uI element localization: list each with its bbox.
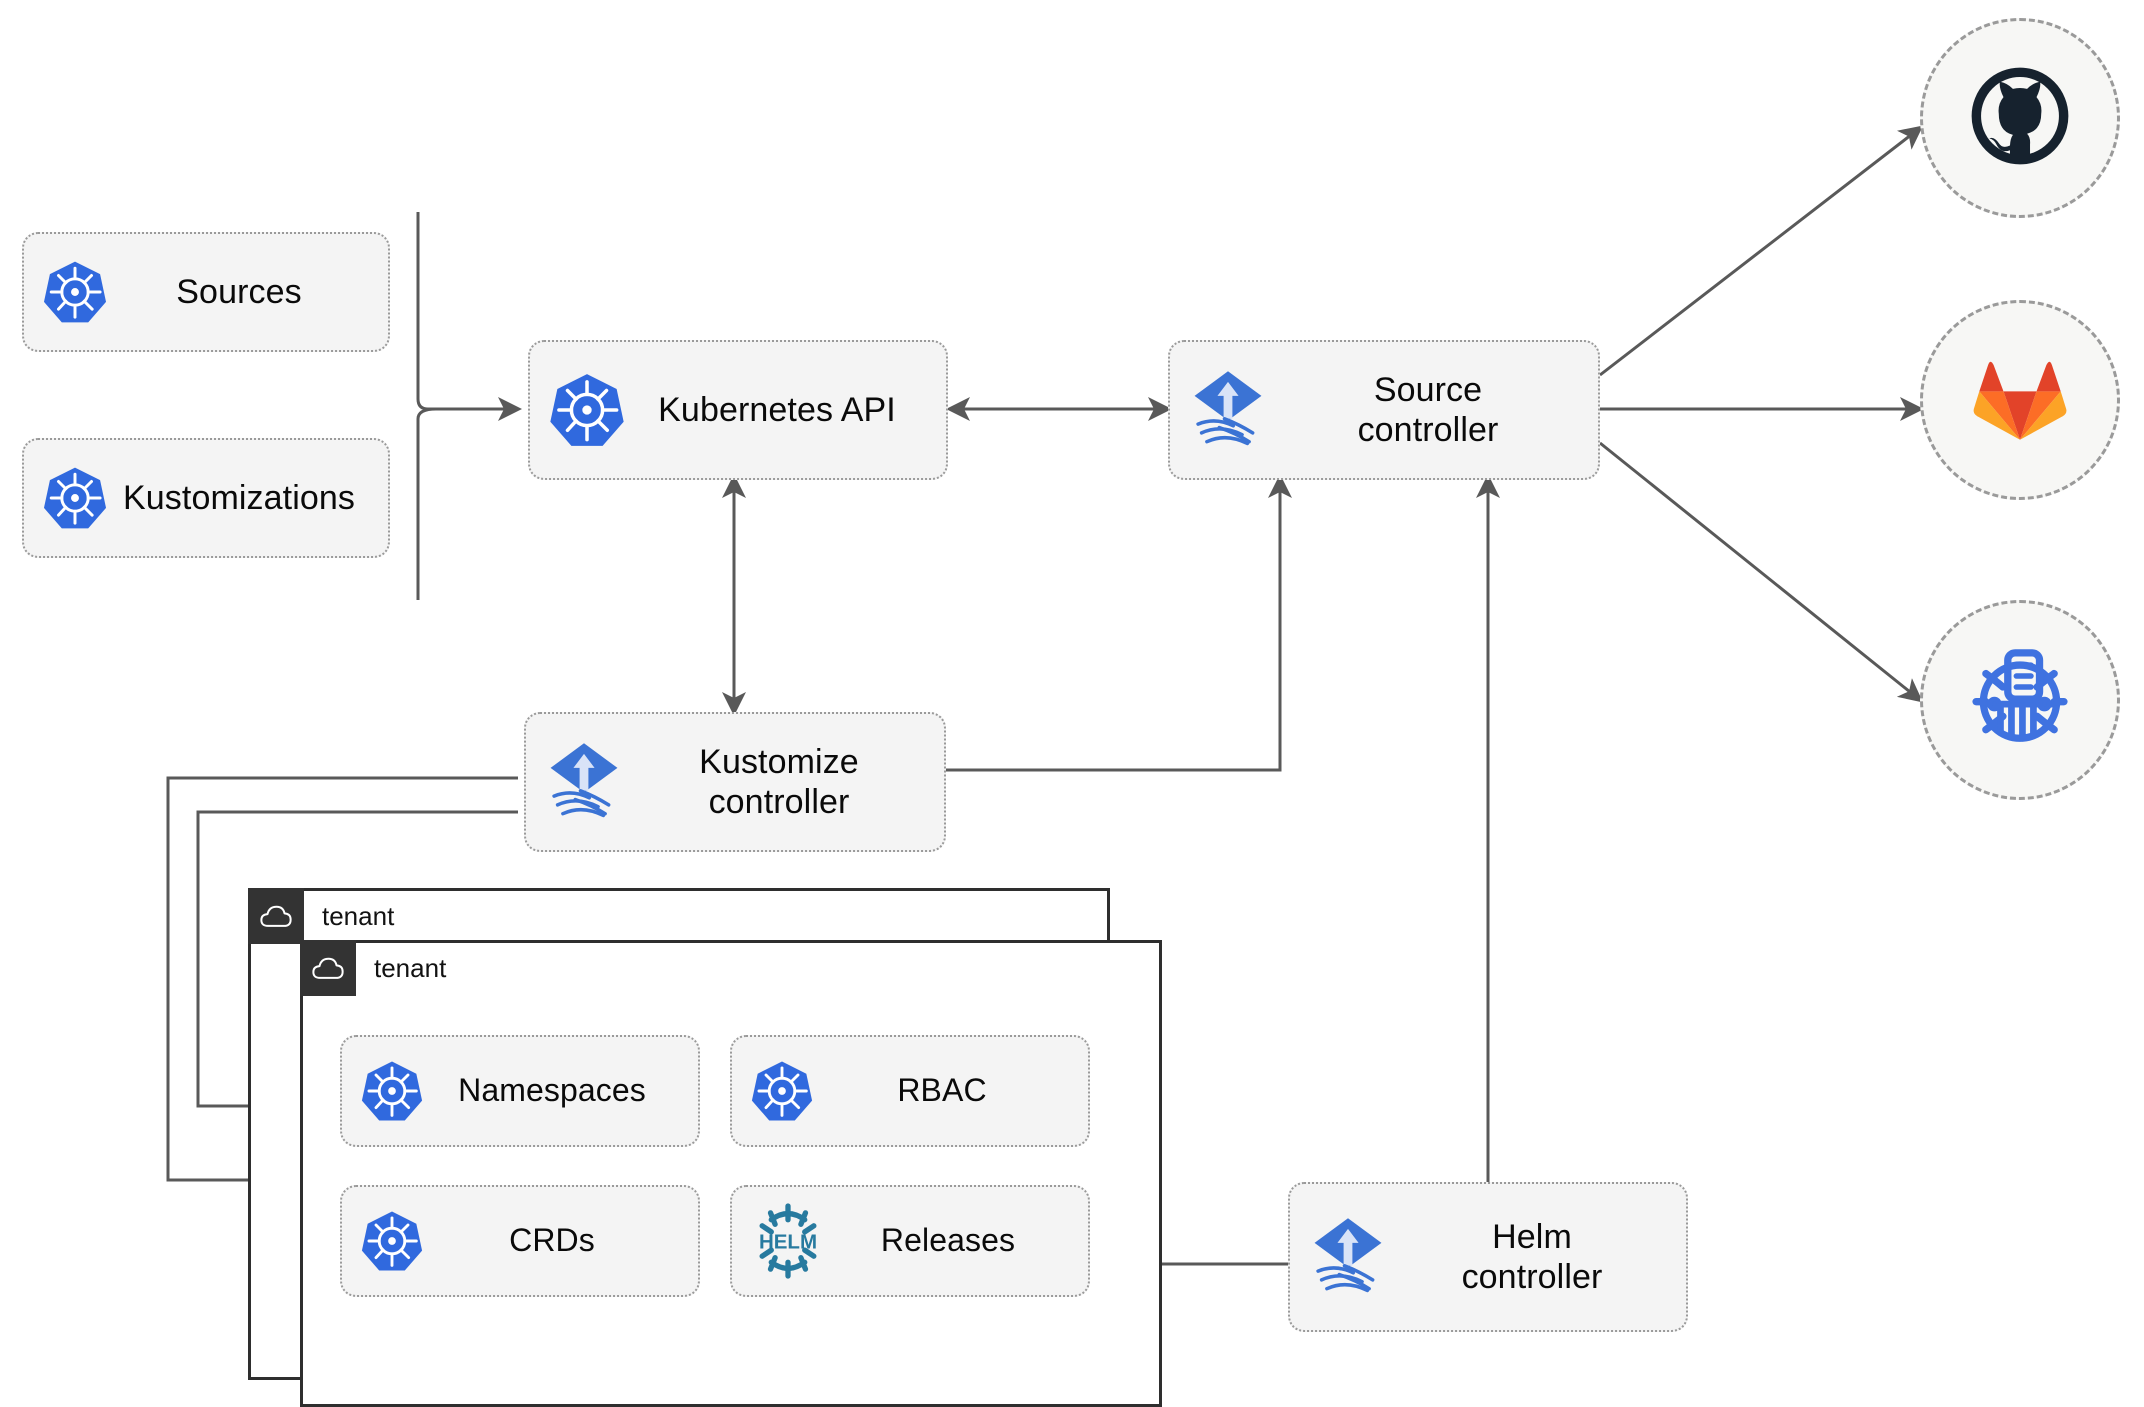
kubernetes-icon: [548, 371, 626, 449]
node-kustomize-controller[interactable]: Kustomize controller: [524, 712, 946, 852]
cloud-icon: [300, 940, 356, 996]
helm-wordmark: HELM: [759, 1231, 817, 1254]
tenant-header-front: tenant: [300, 940, 446, 996]
node-label: Releases: [880, 1222, 1016, 1259]
provider-chart-repository[interactable]: [1920, 600, 2120, 800]
node-kubernetes-api[interactable]: Kubernetes API: [528, 340, 948, 480]
kubernetes-icon: [750, 1059, 814, 1123]
cloud-icon: [248, 888, 304, 944]
node-kustomizations[interactable]: Kustomizations: [22, 438, 390, 558]
node-label: Namespaces: [458, 1072, 646, 1109]
tenant-header-back: tenant: [248, 888, 394, 944]
node-label: Helm controller: [1392, 1217, 1672, 1297]
kubernetes-icon: [360, 1059, 424, 1123]
node-source-controller[interactable]: Source controller: [1168, 340, 1600, 480]
flux-icon: [1184, 366, 1272, 454]
provider-gitlab[interactable]: [1920, 300, 2120, 500]
gitlab-icon: [1965, 343, 2075, 458]
node-sources[interactable]: Sources: [22, 232, 390, 352]
node-label-line2: controller: [708, 783, 850, 821]
node-label: RBAC: [897, 1072, 987, 1109]
tenant-label: tenant: [374, 952, 447, 983]
kubernetes-icon: [360, 1209, 424, 1273]
node-label: Sources: [176, 272, 302, 311]
github-icon: [1961, 57, 2079, 180]
flux-icon: [1304, 1213, 1392, 1301]
node-label-line1: Helm: [1492, 1217, 1572, 1256]
node-label: Kustomize controller: [628, 742, 930, 822]
node-label-line1: Source: [1373, 370, 1483, 409]
node-label: Source controller: [1272, 370, 1584, 450]
helm-chart-repository-icon: [1959, 637, 2081, 764]
helm-icon: HELM: [750, 1203, 826, 1279]
node-helm-controller[interactable]: Helm controller: [1288, 1182, 1688, 1332]
node-namespaces[interactable]: Namespaces: [340, 1035, 700, 1147]
node-label: CRDs: [509, 1222, 595, 1259]
node-crds[interactable]: CRDs: [340, 1185, 700, 1297]
node-releases[interactable]: HELM Releases: [730, 1185, 1090, 1297]
node-label: Kustomizations: [123, 478, 355, 517]
node-label-line2: controller: [1461, 1258, 1603, 1296]
tenant-label: tenant: [322, 900, 395, 931]
node-label-line2: controller: [1357, 411, 1499, 449]
node-label-line1: Kustomize: [699, 742, 859, 781]
node-label: Kubernetes API: [658, 390, 896, 429]
flux-icon: [540, 738, 628, 826]
node-rbac[interactable]: RBAC: [730, 1035, 1090, 1147]
tenant-container-front[interactable]: tenant: [300, 940, 1162, 1407]
kubernetes-icon: [42, 259, 108, 325]
provider-github[interactable]: [1920, 18, 2120, 218]
kubernetes-icon: [42, 465, 108, 531]
